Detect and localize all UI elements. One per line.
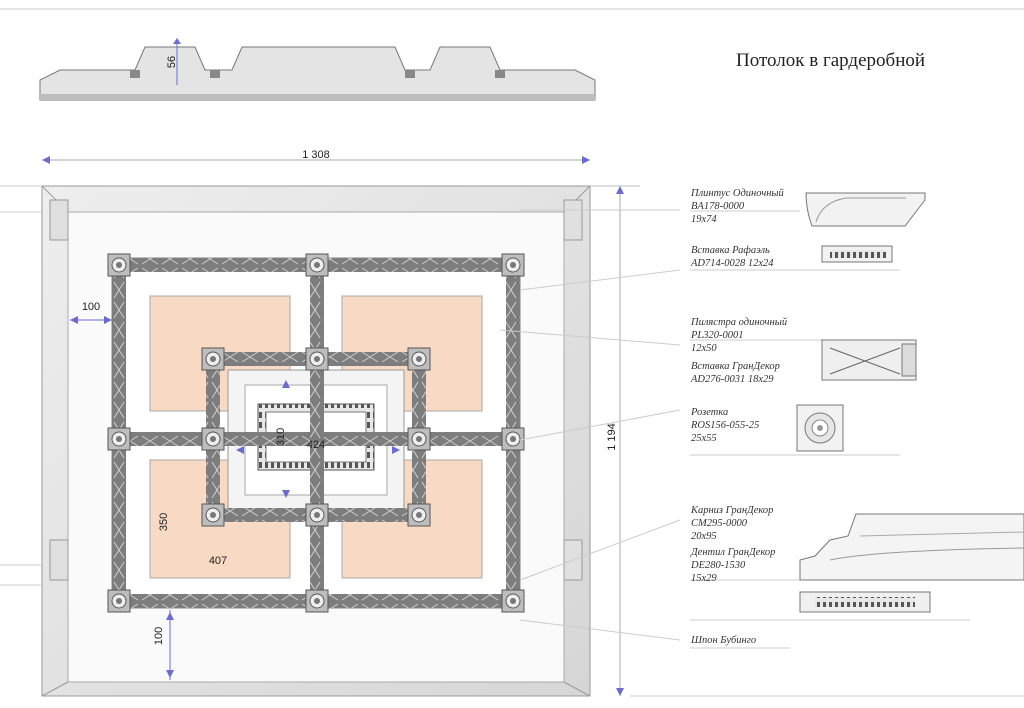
rosette — [107, 589, 131, 613]
rosettes — [107, 253, 525, 613]
sample-cornice — [799, 513, 1024, 581]
rosette — [305, 347, 329, 371]
legend-veneer-name: Шпон Бубинго — [691, 635, 757, 646]
legend-dentil-code: DE280-1530 — [691, 560, 746, 571]
rosette — [501, 589, 525, 613]
drawing-title: Потолок в гардеробной — [736, 50, 926, 71]
sample-rosette — [796, 404, 844, 452]
sample-plinth — [805, 192, 926, 227]
rosette — [501, 253, 525, 277]
dim-height-total: 1 194 — [606, 423, 618, 451]
sample-dentil — [799, 591, 931, 613]
legend-rosette-name: Розетка — [691, 407, 729, 418]
width-dimension — [42, 156, 590, 164]
dim-profile-height: 56 — [166, 56, 178, 68]
rosette — [107, 253, 131, 277]
legend-cornice-size: 20x95 — [691, 531, 717, 542]
rosette — [407, 347, 431, 371]
rosette — [305, 589, 329, 613]
legend-rosette-code: ROS156-055-25 — [691, 420, 760, 431]
dim-margin-left: 100 — [82, 301, 100, 313]
coffer-grid — [111, 257, 521, 609]
rosette — [501, 427, 525, 451]
legend-pilaster-name: Пилястра одиночный — [691, 317, 788, 328]
legend-pilaster-size: 12x50 — [691, 343, 717, 354]
rosette — [201, 503, 225, 527]
legend-cornice: Карниз ГранДекор CM295-0000 20x95 — [691, 504, 773, 543]
legend-grandecor-insert-code: AD276-0031 18x29 — [691, 374, 774, 385]
legend-plinth-size: 19x74 — [691, 214, 717, 225]
section-profile — [39, 38, 596, 101]
rosette — [407, 503, 431, 527]
dim-panel-width: 407 — [209, 555, 227, 567]
legend-plinth-code: BA178-0000 — [691, 201, 745, 212]
legend-rosette-size: 25x55 — [691, 433, 717, 444]
rosette — [201, 347, 225, 371]
rosette — [305, 503, 329, 527]
legend-grandecor-insert: Вставка ГранДекор AD276-0031 18x29 — [691, 360, 780, 386]
legend-dentil-name: Дентил ГранДекор — [691, 547, 776, 558]
legend-dentil-size: 15x29 — [691, 573, 717, 584]
rosette — [201, 427, 225, 451]
legend-veneer: Шпон Бубинго — [691, 634, 756, 647]
legend-plinth-name: Плинтус Одиночный — [691, 188, 784, 199]
legend-cornice-code: CM295-0000 — [691, 518, 747, 529]
rosette — [407, 427, 431, 451]
sample-pilaster — [821, 339, 917, 381]
legend-plinth: Плинтус Одиночный BA178-0000 19x74 — [691, 187, 784, 226]
dim-panel-height: 350 — [158, 513, 170, 531]
legend-raphael-code: AD714-0028 12x24 — [691, 258, 774, 269]
dimension-arrows — [70, 316, 400, 680]
legend-rosette: Розетка ROS156-055-25 25x55 — [691, 406, 759, 445]
legend-grandecor-insert-name: Вставка ГранДекор — [691, 361, 780, 372]
dim-width-total: 1 308 — [302, 149, 330, 161]
legend-pilaster-code: PL320-0001 — [691, 330, 744, 341]
height-dimension — [590, 185, 640, 696]
rosette — [107, 427, 131, 451]
legend-dentil: Дентил ГранДекор DE280-1530 15x29 — [691, 546, 775, 585]
dim-center-height: 310 — [275, 428, 287, 446]
legend-cornice-name: Карниз ГранДекор — [691, 505, 774, 516]
legend-pilaster: Пилястра одиночный PL320-0001 12x50 — [691, 316, 787, 355]
legend-raphael: Вставка Рафаэль AD714-0028 12x24 — [691, 244, 774, 270]
legend-raphael-name: Вставка Рафаэль — [691, 245, 770, 256]
sample-insert-raphael — [821, 245, 893, 263]
dim-margin-bottom: 100 — [153, 627, 165, 645]
dim-center-width: 424 — [307, 439, 325, 451]
rosette — [305, 253, 329, 277]
